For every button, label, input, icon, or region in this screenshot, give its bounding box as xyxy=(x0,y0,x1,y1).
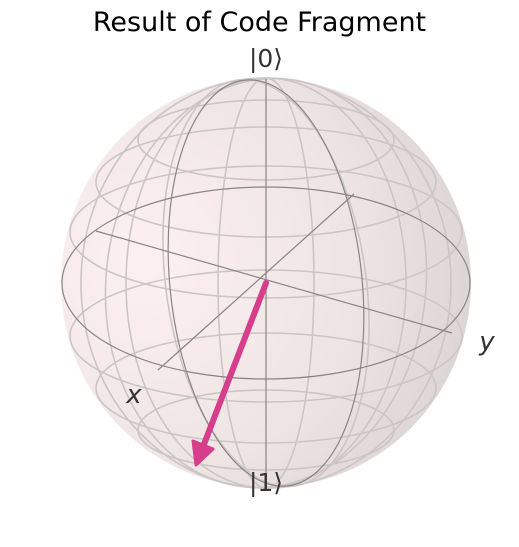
meridian-circle xyxy=(167,79,365,487)
state-vector-arrowhead xyxy=(191,439,215,467)
x-axis xyxy=(157,193,355,371)
figure-title: Result of Code Fragment xyxy=(92,7,427,38)
state-vector xyxy=(191,280,269,467)
ket1-label: |1⟩ xyxy=(249,468,283,497)
y-axis-label: y xyxy=(478,327,495,357)
x-axis-label: x xyxy=(125,380,142,410)
y-axis xyxy=(95,230,453,334)
ket0-label: |0⟩ xyxy=(249,44,283,73)
state-vector-shaft xyxy=(198,280,269,455)
longitude-lines xyxy=(80,77,452,489)
